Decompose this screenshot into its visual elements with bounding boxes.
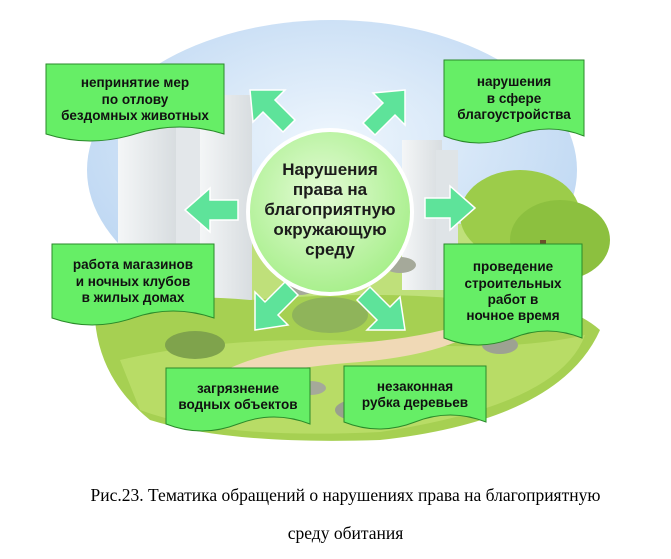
arrow-left [183,186,239,234]
wave-box-shape [45,63,225,142]
topic-tree-cutting: незаконная рубка деревьев [361,378,469,410]
topic-box: работа магазинов и ночных клубов в жилых… [51,243,215,334]
footpath [223,322,481,380]
topic-box: загрязнение водных объектов [165,367,311,440]
wave-box-shape [443,59,585,144]
topic-box: непринятие мер по отлову бездомных живот… [45,63,225,150]
wave-box-shape [443,243,583,346]
topic-box: проведение строительных работ в ночное в… [443,243,583,354]
topic-landscaping: нарушения в сфере благоустройства [457,74,571,123]
topic-box: незаконная рубка деревьев [343,365,487,438]
arrow-up-left [249,89,297,134]
center-circle [246,128,414,296]
topic-box: нарушения в сфере благоустройства [443,59,585,152]
wave-box-shape [343,365,487,430]
figure-caption: Рис.23. Тематика обращений о нарушениях … [90,485,601,543]
topic-water-pollution: загрязнение водных объектов [178,380,298,412]
arrow-down-right [355,285,406,331]
topic-night-construction: проведение строительных работ в ночное в… [464,259,562,324]
diagram-illustration: непринятие мер по отлову бездомных живот… [45,20,610,441]
center-title: Нарушения права на благоприятную окружаю… [264,160,396,259]
topic-shops-clubs: работа магазинов и ночных клубов в жилых… [72,257,194,306]
topic-stray-animals: непринятие мер по отлову бездомных живот… [61,75,209,124]
arrow-right [424,184,477,232]
arrow-up-right [361,89,406,137]
wave-box-shape [51,243,215,326]
bush [292,297,368,333]
bush [165,331,225,359]
wave-box-shape [165,367,311,432]
arrow-down-left [254,280,300,331]
